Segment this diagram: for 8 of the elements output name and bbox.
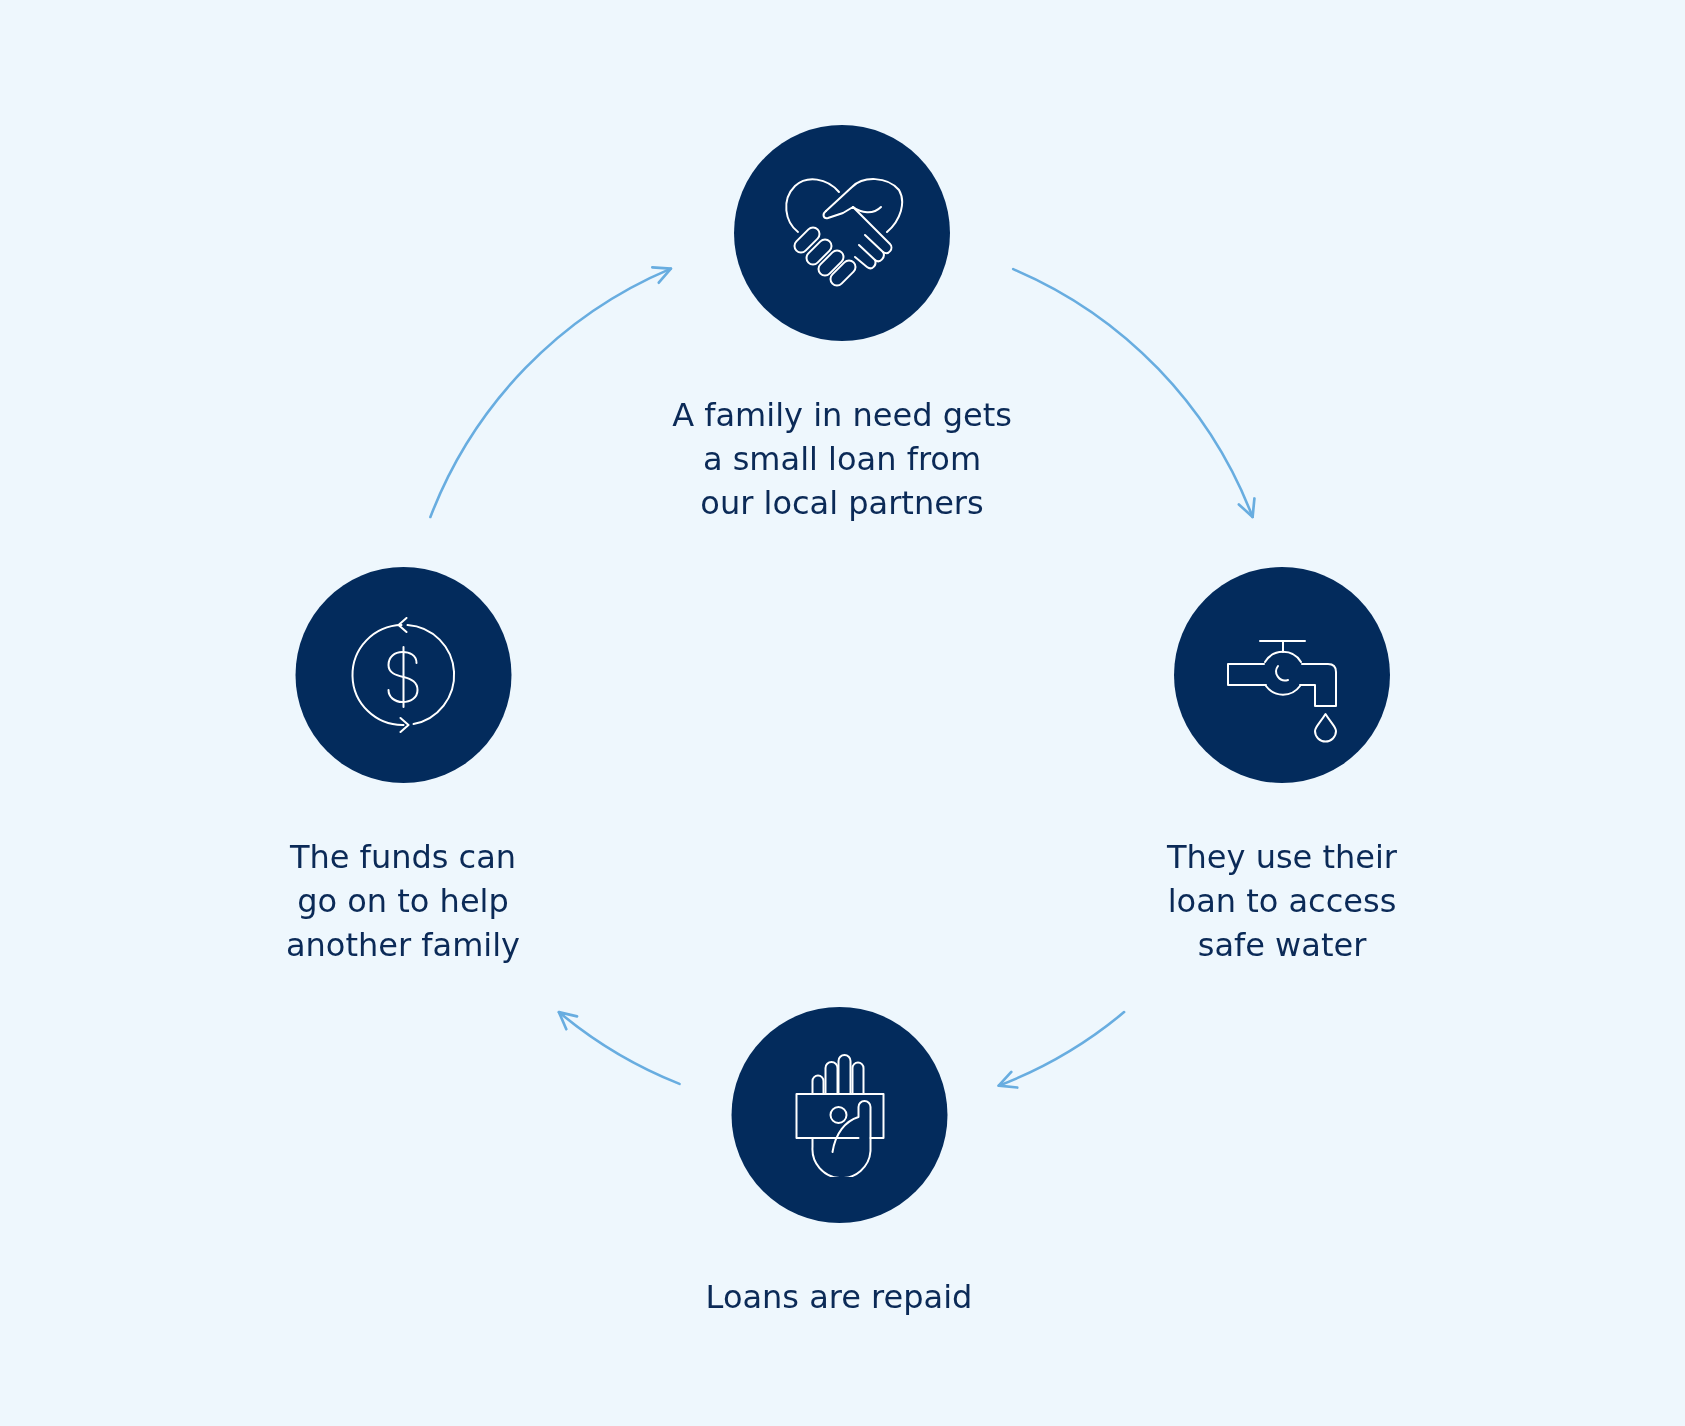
curved-arrow [557,1010,681,1086]
step-caption: The funds can go on to help another family [284,837,522,966]
curved-arrow [997,1010,1126,1089]
curved-arrow [429,267,673,519]
step-caption: They use their loan to access safe water [1166,837,1398,966]
curved-arrow [1011,267,1255,519]
step-caption: Loans are repaid [704,1277,974,1318]
step-caption: A family in need gets a small loan from our local partners [671,395,1013,524]
